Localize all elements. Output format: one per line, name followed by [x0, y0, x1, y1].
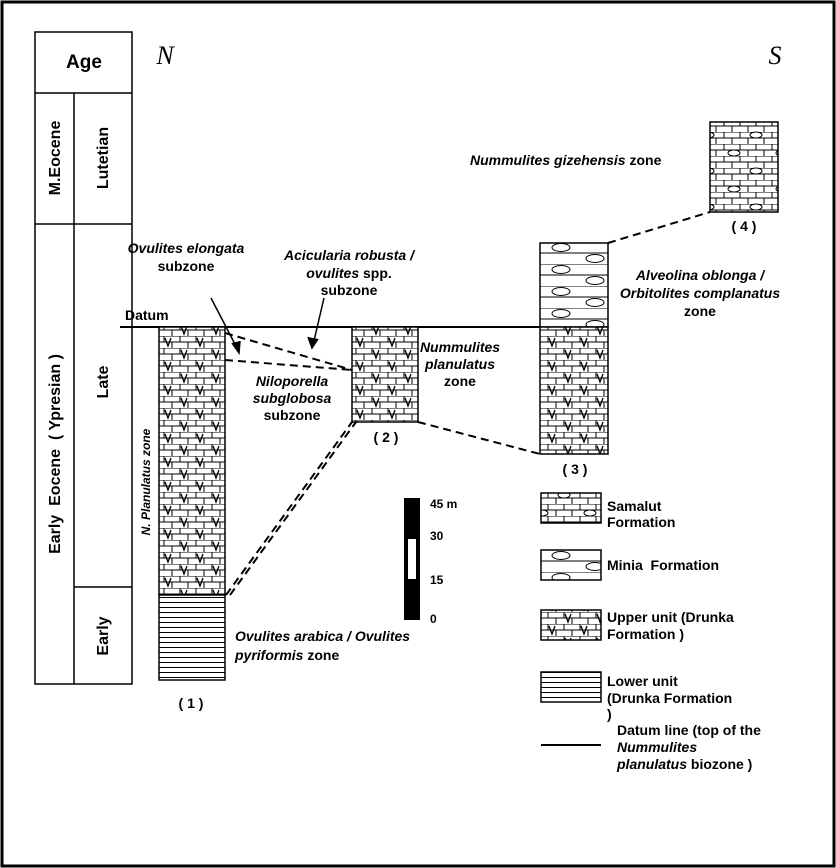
svg-text:pyriformis zone: pyriformis zone	[234, 647, 339, 663]
svg-text:(Drunka Formation: (Drunka Formation	[607, 690, 732, 706]
svg-text:): )	[607, 706, 612, 722]
epoch-early-eocene: Early Eocene ( Ypresian )	[47, 354, 64, 554]
scale-tick-30: 30	[430, 529, 444, 543]
section-2-column	[352, 327, 418, 422]
north-label: N	[155, 41, 175, 70]
svg-text:Ovulites elongata: Ovulites elongata	[128, 240, 245, 256]
section-4-label: ( 4 )	[732, 218, 757, 234]
svg-text:ovulites spp.: ovulites spp.	[306, 265, 392, 281]
svg-text:Formation: Formation	[607, 514, 675, 530]
legend-upper-unit: Upper unit (Drunka Formation )	[541, 609, 734, 642]
svg-text:planulatus: planulatus	[424, 356, 495, 372]
n-planulatus-zone-label: N. Planulatus zone	[139, 428, 153, 535]
age-header: Age	[66, 52, 102, 73]
section-1-label: ( 1 )	[179, 695, 204, 711]
scale-tick-0: 0	[430, 612, 437, 626]
datum-label: Datum	[125, 307, 169, 323]
svg-text:Datum line (top of the: Datum line (top of the	[617, 722, 761, 738]
svg-text:planulatus biozone ): planulatus biozone )	[616, 756, 752, 772]
svg-text:Orbitolites complanatus: Orbitolites complanatus	[620, 285, 780, 301]
svg-text:Alveolina oblonga /: Alveolina oblonga /	[635, 267, 766, 283]
svg-text:Minia Formation: Minia Formation	[607, 557, 719, 573]
section-3-label: ( 3 )	[563, 461, 588, 477]
zone-arabica: Ovulites arabica / Ovulites pyriformis z…	[234, 628, 410, 663]
svg-text:Nummulites: Nummulites	[420, 339, 500, 355]
epoch-m-eocene: M.Eocene	[47, 121, 64, 196]
legend-datum-line: Datum line (top of the Nummulites planul…	[541, 722, 761, 772]
svg-text:zone: zone	[684, 303, 716, 319]
zone-niloporella: Niloporella subglobosa subzone	[253, 373, 332, 423]
svg-text:Upper unit (Drunka: Upper unit (Drunka	[607, 609, 734, 625]
legend-lower-unit: Lower unit (Drunka Formation )	[541, 672, 732, 722]
scale-tick-45: 45 m	[430, 497, 457, 511]
legend-samalut: Samalut Formation	[541, 493, 675, 530]
section-4-column	[710, 122, 778, 212]
svg-text:Samalut: Samalut	[607, 498, 662, 514]
section-2-label: ( 2 )	[374, 429, 399, 445]
svg-text:subzone: subzone	[321, 282, 378, 298]
svg-text:Nummulites: Nummulites	[617, 739, 697, 755]
legend: Samalut Formation Minia Formation Upper …	[541, 493, 761, 772]
svg-text:subzone: subzone	[158, 258, 215, 274]
svg-text:Niloporella: Niloporella	[256, 373, 329, 389]
zone-acicularia: Acicularia robusta / ovulites spp. subzo…	[283, 247, 416, 298]
svg-text:subglobosa: subglobosa	[253, 390, 332, 406]
zone-planulatus: Nummulites planulatus zone	[420, 339, 500, 389]
svg-text:zone: zone	[444, 373, 476, 389]
scale-tick-15: 15	[430, 573, 444, 587]
stage-early: Early	[95, 616, 112, 655]
stage-late: Late	[95, 365, 112, 398]
legend-minia: Minia Formation	[541, 550, 719, 580]
svg-text:Ovulites arabica / Ovulites: Ovulites arabica / Ovulites	[235, 628, 410, 644]
zone-alveolina: Alveolina oblonga / Orbitolites complana…	[620, 267, 780, 319]
svg-text:Lower unit: Lower unit	[607, 673, 678, 689]
scale-bar: 45 m 30 15 0	[404, 497, 457, 626]
svg-text:Acicularia robusta /: Acicularia robusta /	[283, 247, 416, 263]
stage-lutetian: Lutetian	[95, 127, 112, 189]
zone-gizehensis: Nummulites gizehensis zone	[470, 152, 662, 168]
section-1-column	[159, 327, 225, 680]
south-label: S	[769, 41, 782, 70]
svg-text:subzone: subzone	[264, 407, 321, 423]
age-column: Age M.Eocene Early Eocene ( Ypresian ) L…	[35, 32, 132, 684]
svg-text:Formation ): Formation )	[607, 626, 684, 642]
zone-ovulites-elongata: Ovulites elongata subzone	[128, 240, 245, 274]
section-3-column	[540, 243, 608, 454]
